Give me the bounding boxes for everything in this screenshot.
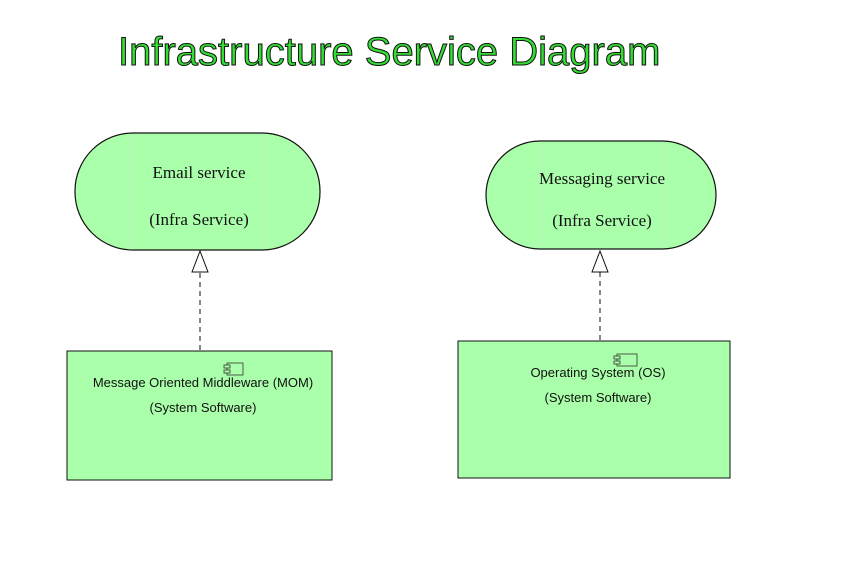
service-name: Email service — [153, 163, 246, 182]
service-node-email[interactable]: Email service (Infra Service) — [74, 132, 321, 251]
system-software-name: Message Oriented Middleware (MOM) — [93, 375, 313, 390]
realization-edge-mom-email[interactable] — [191, 249, 209, 350]
arrowhead-icon — [191, 249, 209, 273]
service-stereotype: (Infra Service) — [149, 210, 249, 229]
system-software-stereotype: (System Software) — [545, 390, 652, 405]
arrowhead-icon — [591, 249, 609, 273]
system-software-name: Operating System (OS) — [530, 365, 665, 380]
system-software-node-mom[interactable]: Message Oriented Middleware (MOM) (Syste… — [66, 350, 333, 481]
system-software-stereotype: (System Software) — [150, 400, 257, 415]
service-node-messaging[interactable]: Messaging service (Infra Service) — [485, 140, 717, 250]
service-name: Messaging service — [539, 169, 665, 188]
service-stereotype: (Infra Service) — [552, 211, 652, 230]
system-software-node-os[interactable]: Operating System (OS) (System Software) — [457, 340, 731, 479]
realization-edge-os-messaging[interactable] — [591, 249, 609, 340]
component-icon — [613, 353, 638, 367]
diagram-title: Infrastructure Service Diagram — [117, 30, 661, 75]
component-icon — [223, 362, 244, 376]
